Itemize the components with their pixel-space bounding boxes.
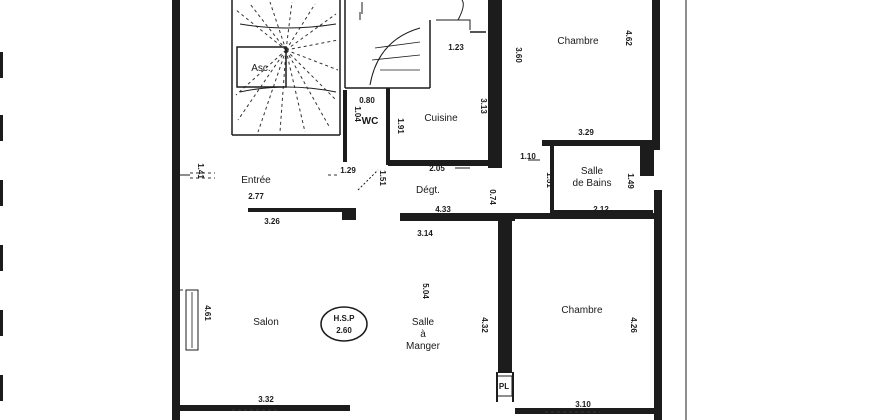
room-salle-de-bains-line2: de Bains [573, 178, 612, 189]
room-chambre-top: Chambre [557, 36, 599, 47]
dim-2-12: 2.12 [593, 205, 609, 214]
exterior-walls [172, 0, 662, 420]
room-salle-de-bains-line1: Salle [581, 166, 604, 177]
dim-1-10: 1.10 [520, 152, 536, 161]
dim-1-49: 1.49 [626, 173, 635, 189]
dim-1-23: 1.23 [448, 43, 464, 52]
hsp-label: H.S.P [334, 314, 356, 323]
room-chambre-bottom: Chambre [561, 305, 603, 316]
dim-5-04: 5.04 [421, 283, 430, 299]
dimension-labels: 1.23 0.80 3.29 1.29 2.05 1.10 2.77 4.33 … [248, 43, 609, 409]
dim-3-32: 3.32 [258, 395, 274, 404]
dim-3-26: 3.26 [264, 217, 280, 226]
door-details [180, 159, 600, 413]
dim-0-74: 0.74 [488, 189, 497, 205]
room-salon: Salon [253, 317, 279, 328]
dim-3-60: 3.60 [514, 47, 523, 63]
dim-3-14: 3.14 [417, 229, 433, 238]
dim-1-51-b: 1.51 [545, 172, 554, 188]
dim-1-41: 1.41 [196, 163, 205, 179]
dim-3-13: 3.13 [479, 98, 488, 114]
placard-label: PL [499, 382, 509, 391]
elevator-label: Asc. [251, 63, 270, 74]
dim-1-04: 1.04 [353, 106, 362, 122]
room-salle-a-manger-line3: Manger [406, 341, 441, 352]
dim-1-29: 1.29 [340, 166, 356, 175]
room-cuisine: Cuisine [424, 113, 458, 124]
dim-4-26: 4.26 [629, 317, 638, 333]
room-wc: WC [362, 116, 379, 127]
scan-marks [0, 52, 3, 401]
dim-1-51-a: 1.51 [378, 170, 387, 186]
room-salle-a-manger-line2: à [420, 329, 426, 340]
room-labels: Chambre Cuisine WC Entrée Dégt. Salle de… [241, 36, 611, 391]
hsp-value: 2.60 [336, 326, 352, 335]
dim-4-33: 4.33 [435, 205, 451, 214]
dim-4-62: 4.62 [624, 30, 633, 46]
dim-0-80: 0.80 [359, 96, 375, 105]
dim-3-29: 3.29 [578, 128, 594, 137]
room-degagement: Dégt. [416, 185, 440, 196]
dim-4-61: 4.61 [203, 305, 212, 321]
room-salle-a-manger-line1: Salle [412, 317, 435, 328]
dim-4-32: 4.32 [480, 317, 489, 333]
elevator: Asc. [236, 46, 287, 88]
dim-2-05: 2.05 [429, 164, 445, 173]
dimension-labels-vertical: 3.60 4.62 1.04 1.91 3.13 1.41 1.51 1.51 … [196, 30, 638, 333]
interior-walls [248, 0, 657, 402]
dim-2-77: 2.77 [248, 192, 264, 201]
dim-1-91: 1.91 [396, 118, 405, 134]
room-entree: Entrée [241, 175, 271, 186]
dim-3-10: 3.10 [575, 400, 591, 409]
